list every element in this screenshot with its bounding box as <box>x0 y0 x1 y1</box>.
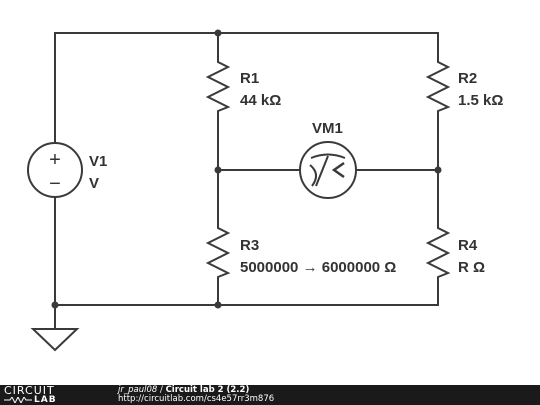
v1-name: V1 <box>89 153 107 170</box>
voltage-source-circle <box>27 142 83 198</box>
r3-value: 5000000 → 6000000 Ω <box>240 259 396 276</box>
v1-value: V <box>89 175 99 192</box>
footer-bar: CIRCUIT LAB jr_paul08 / Circuit lab 2 (2… <box>0 385 540 405</box>
component-labels: R1 44 kΩ R2 1.5 kΩ V1 V VM1 R3 5000000 →… <box>89 70 503 276</box>
resistor-r4-symbol[interactable] <box>425 223 451 282</box>
circuit-url[interactable]: http://circuitlab.com/cs4e57rr3m876 <box>118 394 275 404</box>
r4-value: R Ω <box>458 259 485 276</box>
title-separator: / <box>157 385 166 395</box>
voltmeter-vm1[interactable] <box>299 141 357 199</box>
voltage-source-v1[interactable]: + − <box>27 142 83 198</box>
junction-dot <box>51 301 59 309</box>
logo-text-lab: LAB <box>34 395 57 405</box>
junction-dot <box>214 29 222 37</box>
r1-name: R1 <box>240 70 259 87</box>
resistor-r3-symbol[interactable] <box>205 223 231 282</box>
meter-polarity-mark <box>331 161 345 179</box>
schematic-canvas: + − R1 44 kΩ R2 1.5 kΩ V1 V VM1 R3 50000… <box>27 29 503 352</box>
junctions <box>51 29 442 309</box>
author-link[interactable]: jr_paul08 <box>118 385 158 395</box>
junction-dot <box>214 301 222 309</box>
r1-value: 44 kΩ <box>240 92 281 109</box>
r3-name: R3 <box>240 237 259 254</box>
vm1-name: VM1 <box>312 120 343 137</box>
meter-scale-arc <box>310 153 346 159</box>
r2-value: 1.5 kΩ <box>458 92 503 109</box>
resistor-r1-symbol[interactable] <box>205 57 231 116</box>
logo-text-circuit: CIRCUIT <box>4 384 55 397</box>
meter-scale-arc-left <box>309 164 317 187</box>
top-wire <box>54 32 439 144</box>
resistor-r2-symbol[interactable] <box>425 57 451 116</box>
minus-sign: − <box>49 173 61 195</box>
circuitlab-logo[interactable]: CIRCUIT LAB <box>4 385 94 405</box>
voltmeter-circle <box>299 141 357 199</box>
junction-dot <box>434 166 442 174</box>
r4-name: R4 <box>458 237 478 254</box>
circuit-title[interactable]: Circuit lab 2 (2.2) <box>165 385 250 395</box>
resistor-logo-icon <box>4 397 32 403</box>
circuit-meta: jr_paul08 / Circuit lab 2 (2.2) http://c… <box>118 386 274 404</box>
meter-needle <box>315 155 329 187</box>
junction-dot <box>214 166 222 174</box>
plus-sign: + <box>49 149 61 171</box>
ground-icon <box>30 328 80 352</box>
r2-name: R2 <box>458 70 477 87</box>
